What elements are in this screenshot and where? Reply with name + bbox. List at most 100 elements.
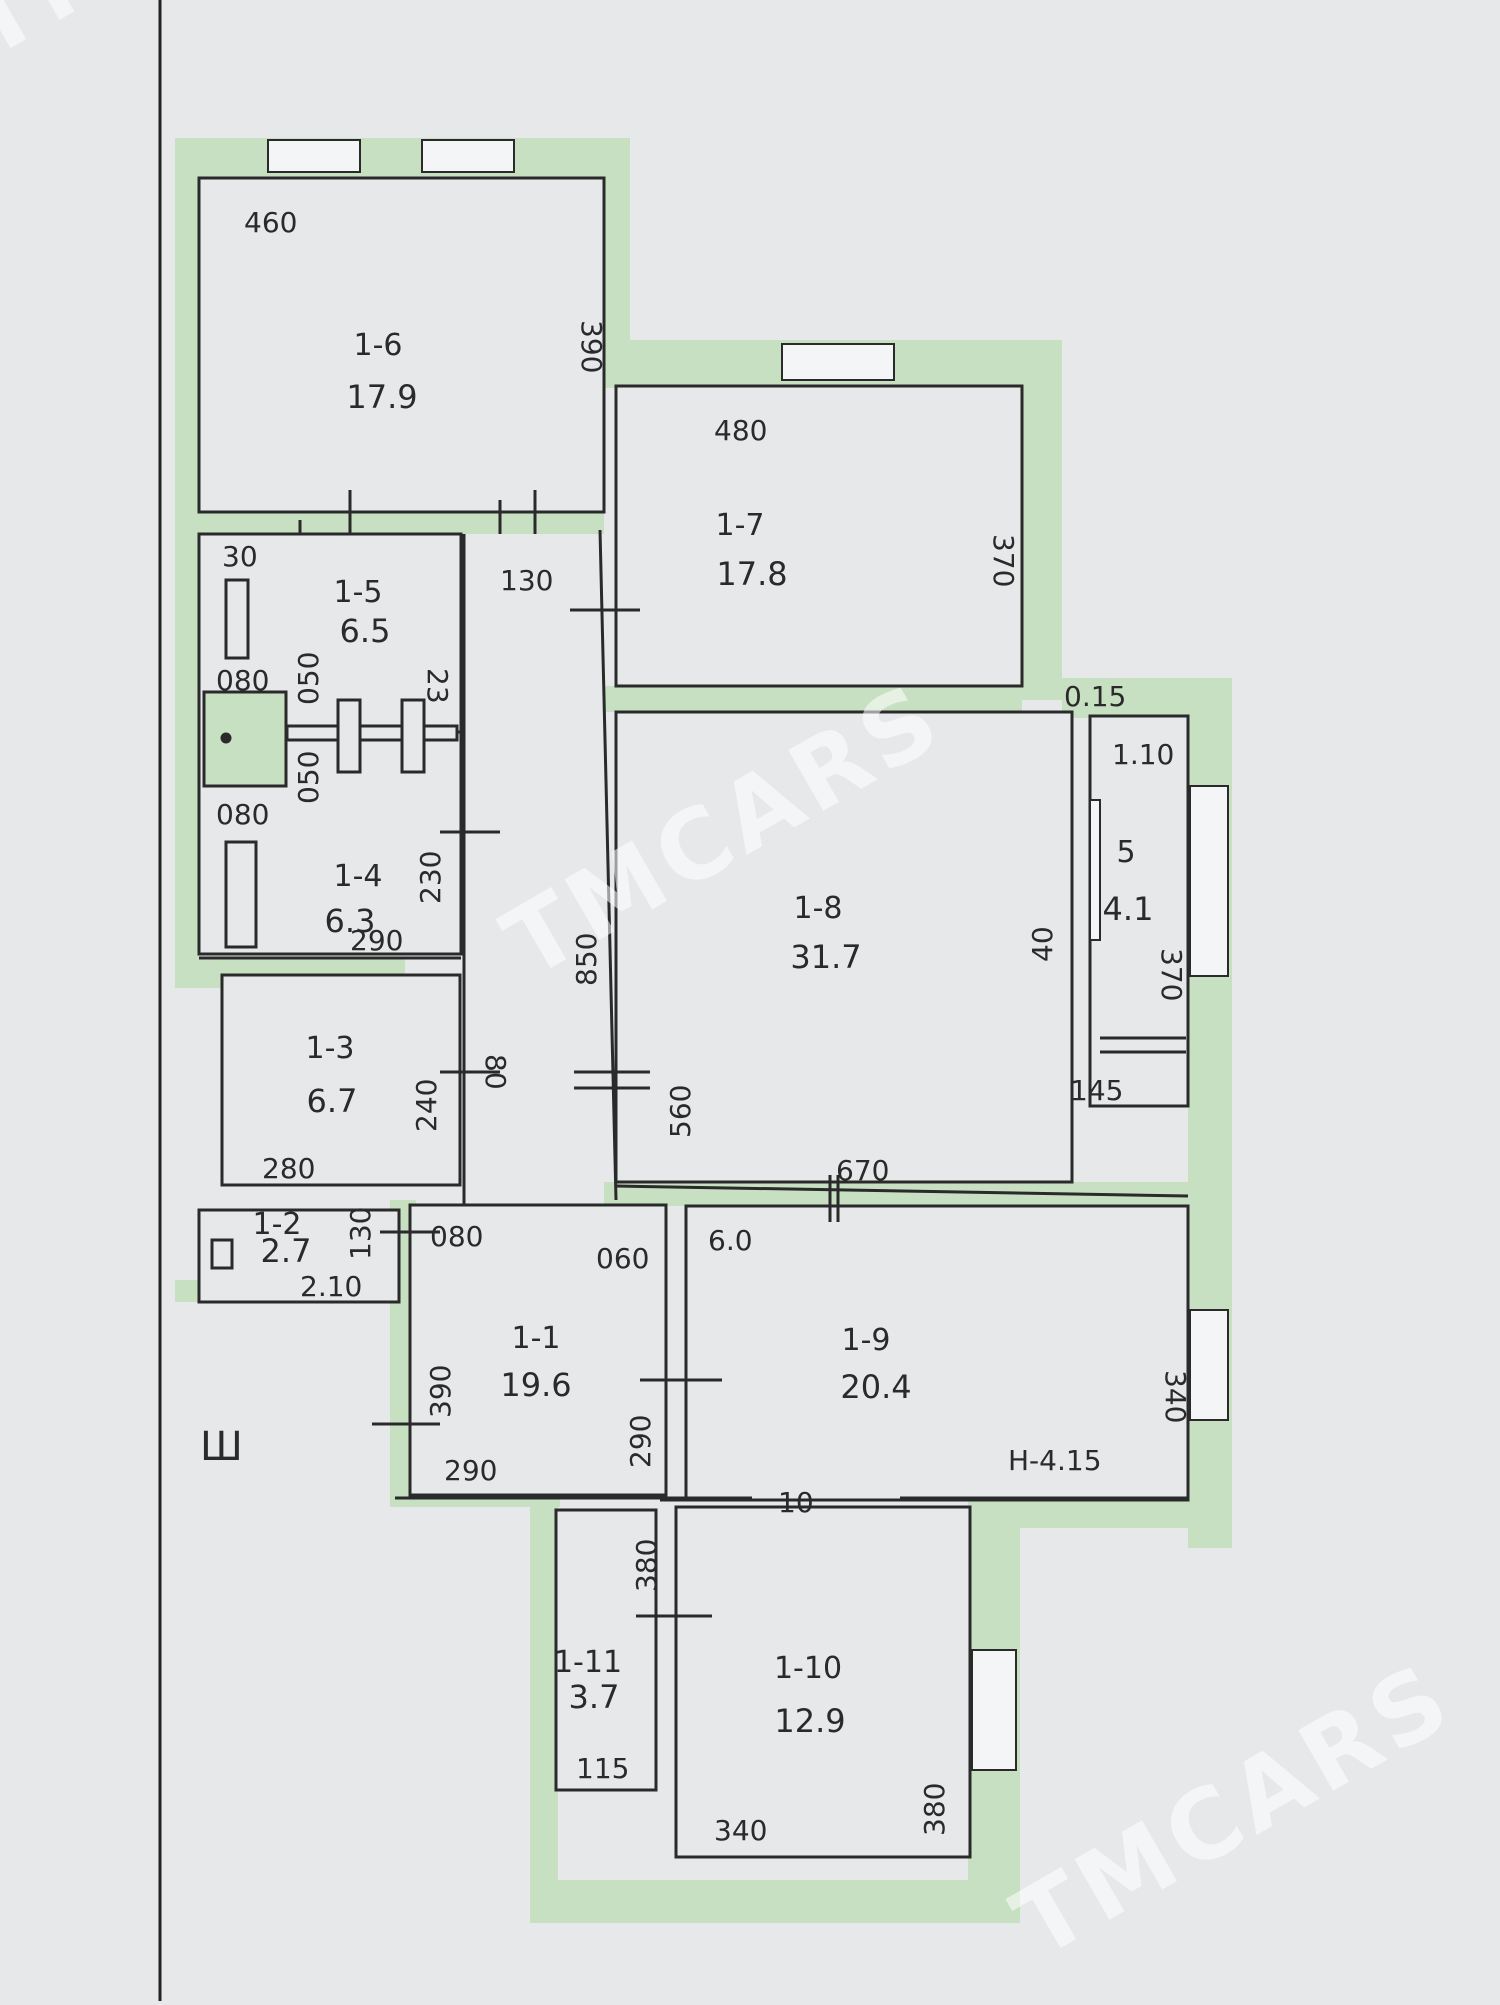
dimension-label: 115 [576, 1752, 629, 1785]
room-area-label: 2.7 [261, 1232, 312, 1270]
watermark: TM [0, 0, 151, 80]
room-1-6 [197, 176, 606, 514]
dimension-label: 40 [1026, 926, 1059, 962]
room-area-label: 17.8 [716, 555, 787, 593]
toilet-icon [210, 1238, 234, 1270]
bathtub-icon [224, 578, 250, 660]
dimension-label: 050 [292, 751, 325, 804]
dimension-label: 060 [596, 1242, 649, 1275]
dimension-label: 340 [1159, 1370, 1192, 1423]
dimension-label: 340 [714, 1814, 767, 1847]
room-id-label: 1-11 [554, 1645, 622, 1680]
sink-icon [336, 698, 362, 774]
dimension-label: 290 [350, 924, 403, 957]
partition-line [615, 1184, 1189, 1198]
room-1-8 [614, 710, 1074, 1184]
counter-icon [285, 724, 459, 742]
dimension-label: 10 [778, 1486, 814, 1519]
window [1089, 799, 1101, 941]
dimension-label: 130 [344, 1207, 377, 1260]
dimension-label: 480 [714, 414, 767, 447]
dimension-label: 1.10 [1112, 738, 1174, 771]
room-area-label: 4.1 [1103, 890, 1154, 928]
room-area-label: 6.7 [307, 1082, 358, 1120]
dimension-label: 23 [421, 668, 454, 704]
dimension-label: 130 [500, 564, 553, 597]
dimension-label: 290 [444, 1454, 497, 1487]
wall [175, 138, 199, 958]
room-area-label: 6.5 [340, 612, 391, 650]
dimension-label: 850 [570, 933, 603, 986]
interior-lines [199, 529, 1189, 1500]
room-id-label: 1-6 [354, 328, 403, 363]
dimension-labels: 460 390 480 370 130 30 080 050 23 050 08… [216, 206, 1192, 1847]
room-area-label: 17.9 [346, 378, 417, 416]
room-id-label: 1-3 [306, 1031, 355, 1066]
window [267, 139, 361, 173]
dimension-label: 560 [664, 1085, 697, 1138]
dimension-label: 30 [222, 540, 258, 573]
sink-icon [400, 698, 426, 774]
wall [530, 1880, 1020, 1923]
windows [267, 139, 1229, 1771]
room-area-label: 6.3 [325, 902, 376, 940]
north-mark: Ш [200, 1424, 243, 1470]
room-id-label: 1-8 [794, 891, 843, 926]
room-5 [1088, 714, 1190, 1108]
window [971, 1649, 1017, 1771]
dimension-label: 290 [624, 1415, 657, 1468]
dimension-label: 460 [244, 206, 297, 239]
room-1-9 [684, 1204, 1190, 1502]
dimension-label: 370 [1155, 948, 1188, 1001]
room-id-label: 1-5 [334, 575, 383, 610]
dimension-label: 2.10 [300, 1270, 362, 1303]
room-area-label: 31.7 [790, 938, 861, 976]
dimension-label: 6.0 [708, 1224, 753, 1257]
dimension-label: 230 [414, 851, 447, 904]
room-id-label: 1-2 [253, 1207, 302, 1242]
dimension-label: 080 [216, 664, 269, 697]
wall [1022, 340, 1062, 700]
room-id-label: 1-7 [716, 508, 765, 543]
fixtures [202, 578, 459, 1270]
window [1189, 785, 1229, 977]
dimension-label: 380 [918, 1783, 951, 1836]
dimension-label: 080 [216, 798, 269, 831]
room-area-label: 19.6 [500, 1366, 571, 1404]
room-1-3 [220, 973, 462, 1187]
room-area-label: 20.4 [840, 1368, 911, 1406]
wall [604, 686, 1022, 712]
door-marks [298, 490, 1186, 1618]
dimension-label: 0.15 [1064, 680, 1126, 713]
wall [199, 512, 604, 534]
dimension-label: 390 [575, 320, 608, 373]
dimension-label: 80 [479, 1054, 512, 1090]
room-id-label: 1-4 [334, 859, 383, 894]
room-1-1 [408, 1203, 668, 1497]
dimension-label: 280 [262, 1152, 315, 1185]
dimension-label: 240 [410, 1079, 443, 1132]
room-id-label: 1-1 [512, 1321, 561, 1356]
dimension-label: 080 [430, 1220, 483, 1253]
shaft-icon [202, 690, 288, 788]
room-id-label: 5 [1116, 835, 1135, 870]
dimension-label: 380 [630, 1539, 663, 1592]
dimension-label: 370 [987, 534, 1020, 587]
watermark: TMCARS [996, 1641, 1472, 1980]
dimension-label: 670 [836, 1154, 889, 1187]
room-labels: 1-6 17.9 1-7 17.8 1-5 6.5 1-4 6.3 1-3 6.… [253, 328, 1154, 1740]
window [781, 343, 895, 381]
dimension-label: H-4.15 [1008, 1444, 1102, 1477]
room-1-11 [554, 1508, 658, 1792]
room-area-label: 12.9 [774, 1702, 845, 1740]
window [1189, 1309, 1229, 1421]
wall [175, 138, 630, 178]
dimension-label: 145 [1070, 1074, 1123, 1107]
room-id-label: 1-9 [842, 1323, 891, 1358]
dimension-label: 390 [424, 1365, 457, 1418]
room-1-7 [614, 384, 1024, 688]
window [421, 139, 515, 173]
bathtub-icon [224, 840, 258, 949]
